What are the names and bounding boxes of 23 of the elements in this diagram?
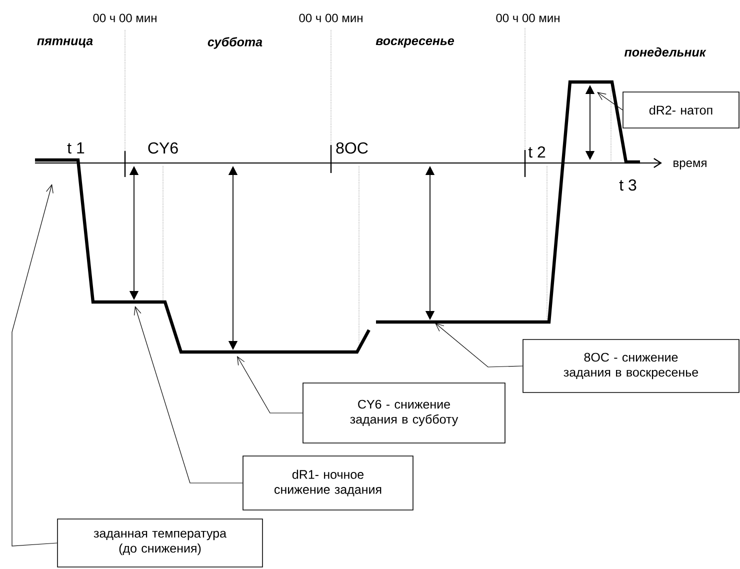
day-time-label: 00 ч 00 мин: [299, 14, 362, 22]
leader-line: [237, 356, 303, 414]
leader-line: [597, 92, 623, 110]
callout-box: CY6 - снижение задания в субботу: [302, 382, 506, 444]
weekday-label: суббота: [208, 37, 262, 49]
callout-box: dR2- натоп: [622, 92, 740, 128]
axis-point-label: t 3: [619, 179, 636, 191]
day-time-label: 00 ч 00 мин: [93, 14, 156, 22]
weekday-label: понедельник: [624, 47, 706, 57]
callout-box: dR1- ночное снижение задания: [242, 456, 414, 510]
day-time-label: 00 ч 00 мин: [496, 14, 560, 22]
weekday-label: пятница: [37, 38, 93, 48]
axis-point-label: 8OC: [336, 142, 368, 154]
axis-point-label: CY6: [148, 142, 178, 154]
leader-line: [12, 184, 58, 546]
axis-label: время: [674, 160, 706, 170]
leader-line: [435, 323, 523, 368]
weekday-label: воскресенье: [376, 38, 454, 48]
callout-box: 8OC - снижение задания в воскресенье: [522, 339, 740, 393]
axis-point-label: t 2: [528, 146, 546, 158]
leader-line: [134, 306, 243, 484]
axis-point-label: t 1: [67, 142, 84, 154]
callout-box: заданная температура (до снижения): [57, 518, 263, 568]
